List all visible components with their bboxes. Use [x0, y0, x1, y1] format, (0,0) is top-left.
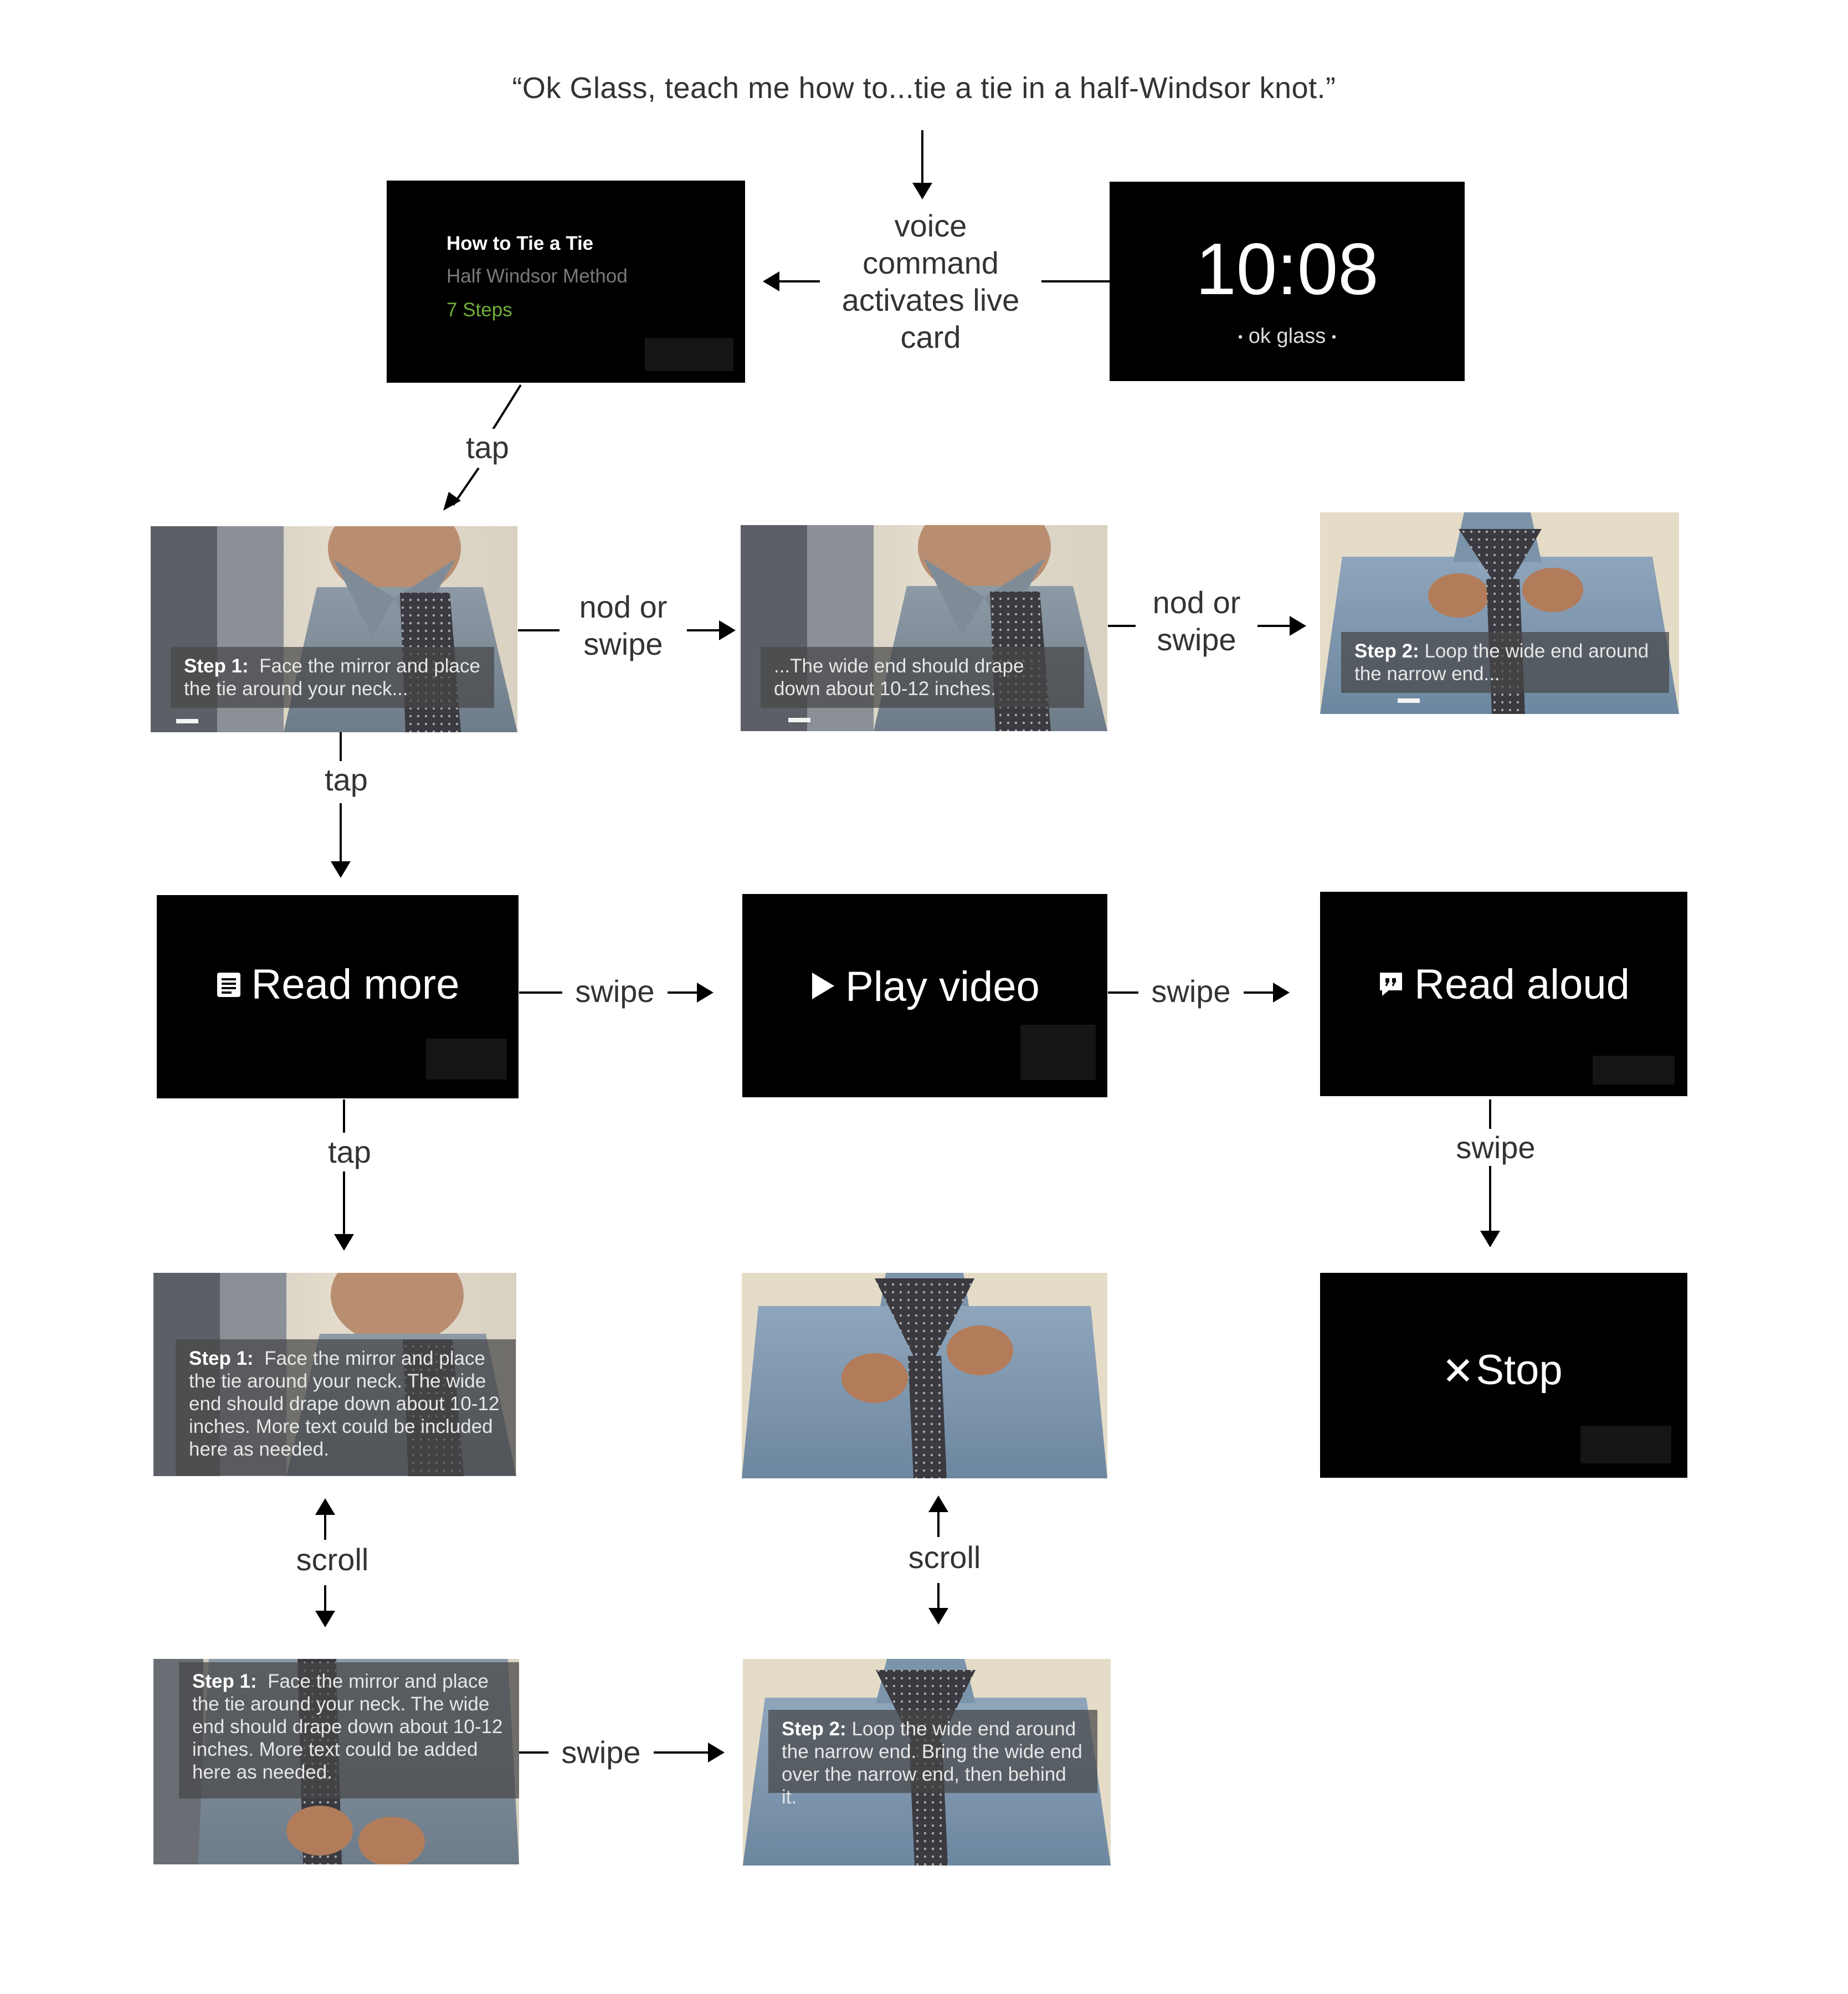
play-icon [810, 962, 835, 1010]
step-text: Face the mirror and place the tie around… [192, 1671, 503, 1783]
step-label: Step 1: [192, 1671, 257, 1692]
step-label: Step 2: [1354, 640, 1419, 662]
step-text: Face the mirror and place the tie around… [184, 655, 480, 700]
card-corner-block [1580, 1426, 1671, 1463]
step-caption: Step 1: Face the mirror and place the ti… [176, 1339, 516, 1476]
clock-time: 10:08 [1195, 228, 1379, 310]
card-corner-block [426, 1039, 507, 1080]
document-icon [216, 960, 242, 1008]
step-label: Step 1: [184, 655, 249, 677]
step-1-continued-card[interactable]: ...The wide end should drape down about … [741, 525, 1107, 731]
stop-card[interactable]: Stop [1320, 1273, 1687, 1478]
card-corner-block [1593, 1056, 1675, 1085]
step-label: Step 2: [782, 1718, 846, 1740]
step-1-detail-scrolled-card[interactable]: Step 1: Face the mirror and place the ti… [153, 1659, 519, 1864]
voice-command-prompt: “Ok Glass, teach me how to...tie a tie i… [512, 71, 1336, 105]
tap-label: tap [314, 1133, 386, 1170]
ok-glass-hint: • ok glass • [1238, 325, 1337, 348]
live-card-title: How to Tie a Tie [446, 233, 594, 254]
read-more-card[interactable]: Read more [157, 895, 519, 1098]
video-frame-card[interactable] [742, 1273, 1107, 1478]
photo-man-tie-video [742, 1273, 1107, 1478]
read-more-option[interactable]: Read more [157, 960, 519, 1011]
play-video-label: Play video [845, 963, 1040, 1010]
scroll-label: scroll [892, 1539, 997, 1576]
diagonal-connector [443, 384, 522, 511]
page-indicator [788, 718, 810, 722]
step-label: Step 1: [189, 1348, 254, 1369]
quote-bubble-icon [1378, 960, 1404, 1008]
card-corner-block [645, 338, 733, 371]
page-indicator [1398, 698, 1420, 703]
step-2-detail-card[interactable]: Step 2: Loop the wide end around the nar… [743, 1659, 1111, 1865]
live-card-subtitle: Half Windsor Method [446, 265, 628, 287]
stop-label: Stop [1476, 1347, 1563, 1394]
scroll-label: scroll [280, 1541, 385, 1578]
play-video-option[interactable]: Play video [742, 963, 1107, 1014]
page-indicator [176, 719, 198, 723]
close-icon [1445, 1345, 1471, 1394]
swipe-label: swipe [1443, 1129, 1548, 1166]
read-more-label: Read more [251, 961, 460, 1008]
swipe-label: swipe [548, 1734, 654, 1771]
read-aloud-option[interactable]: Read aloud [1320, 960, 1687, 1011]
nod-or-swipe-label: nod or swipe [559, 588, 687, 662]
step-caption: Step 2: Loop the wide end around the nar… [1341, 632, 1669, 693]
step-2-card[interactable]: Step 2: Loop the wide end around the nar… [1320, 512, 1679, 714]
swipe-label: swipe [1138, 973, 1244, 1010]
voice-command-label: voice command activates live card [820, 207, 1041, 356]
tap-label: tap [310, 761, 382, 798]
step-caption: Step 1: Face the mirror and place the ti… [179, 1662, 519, 1798]
step-text: Loop the wide end around the narrow end.… [1354, 640, 1649, 685]
card-corner-block [1020, 1025, 1096, 1080]
step-text: Loop the wide end around the narrow end.… [782, 1718, 1082, 1808]
stop-option[interactable]: Stop [1320, 1346, 1687, 1397]
nod-or-swipe-label: nod or swipe [1136, 584, 1257, 658]
read-aloud-card[interactable]: Read aloud [1320, 892, 1687, 1096]
live-card[interactable]: How to Tie a Tie Half Windsor Method 7 S… [387, 181, 745, 383]
tap-label: tap [451, 429, 523, 466]
step-caption: Step 2: Loop the wide end around the nar… [768, 1710, 1097, 1808]
glass-home-card[interactable]: 10:08 • ok glass • [1110, 182, 1465, 381]
step-1-card[interactable]: Step 1: Face the mirror and place the ti… [151, 526, 517, 732]
swipe-label: swipe [562, 973, 668, 1010]
read-aloud-label: Read aloud [1414, 961, 1630, 1008]
step-caption: Step 1: Face the mirror and place the ti… [171, 647, 494, 708]
step-text: Face the mirror and place the tie around… [189, 1348, 500, 1460]
live-card-step-count: 7 Steps [446, 299, 512, 321]
step-caption: ...The wide end should drape down about … [761, 647, 1084, 708]
play-video-card[interactable]: Play video [742, 894, 1107, 1097]
step-1-detail-card[interactable]: Step 1: Face the mirror and place the ti… [153, 1273, 516, 1476]
